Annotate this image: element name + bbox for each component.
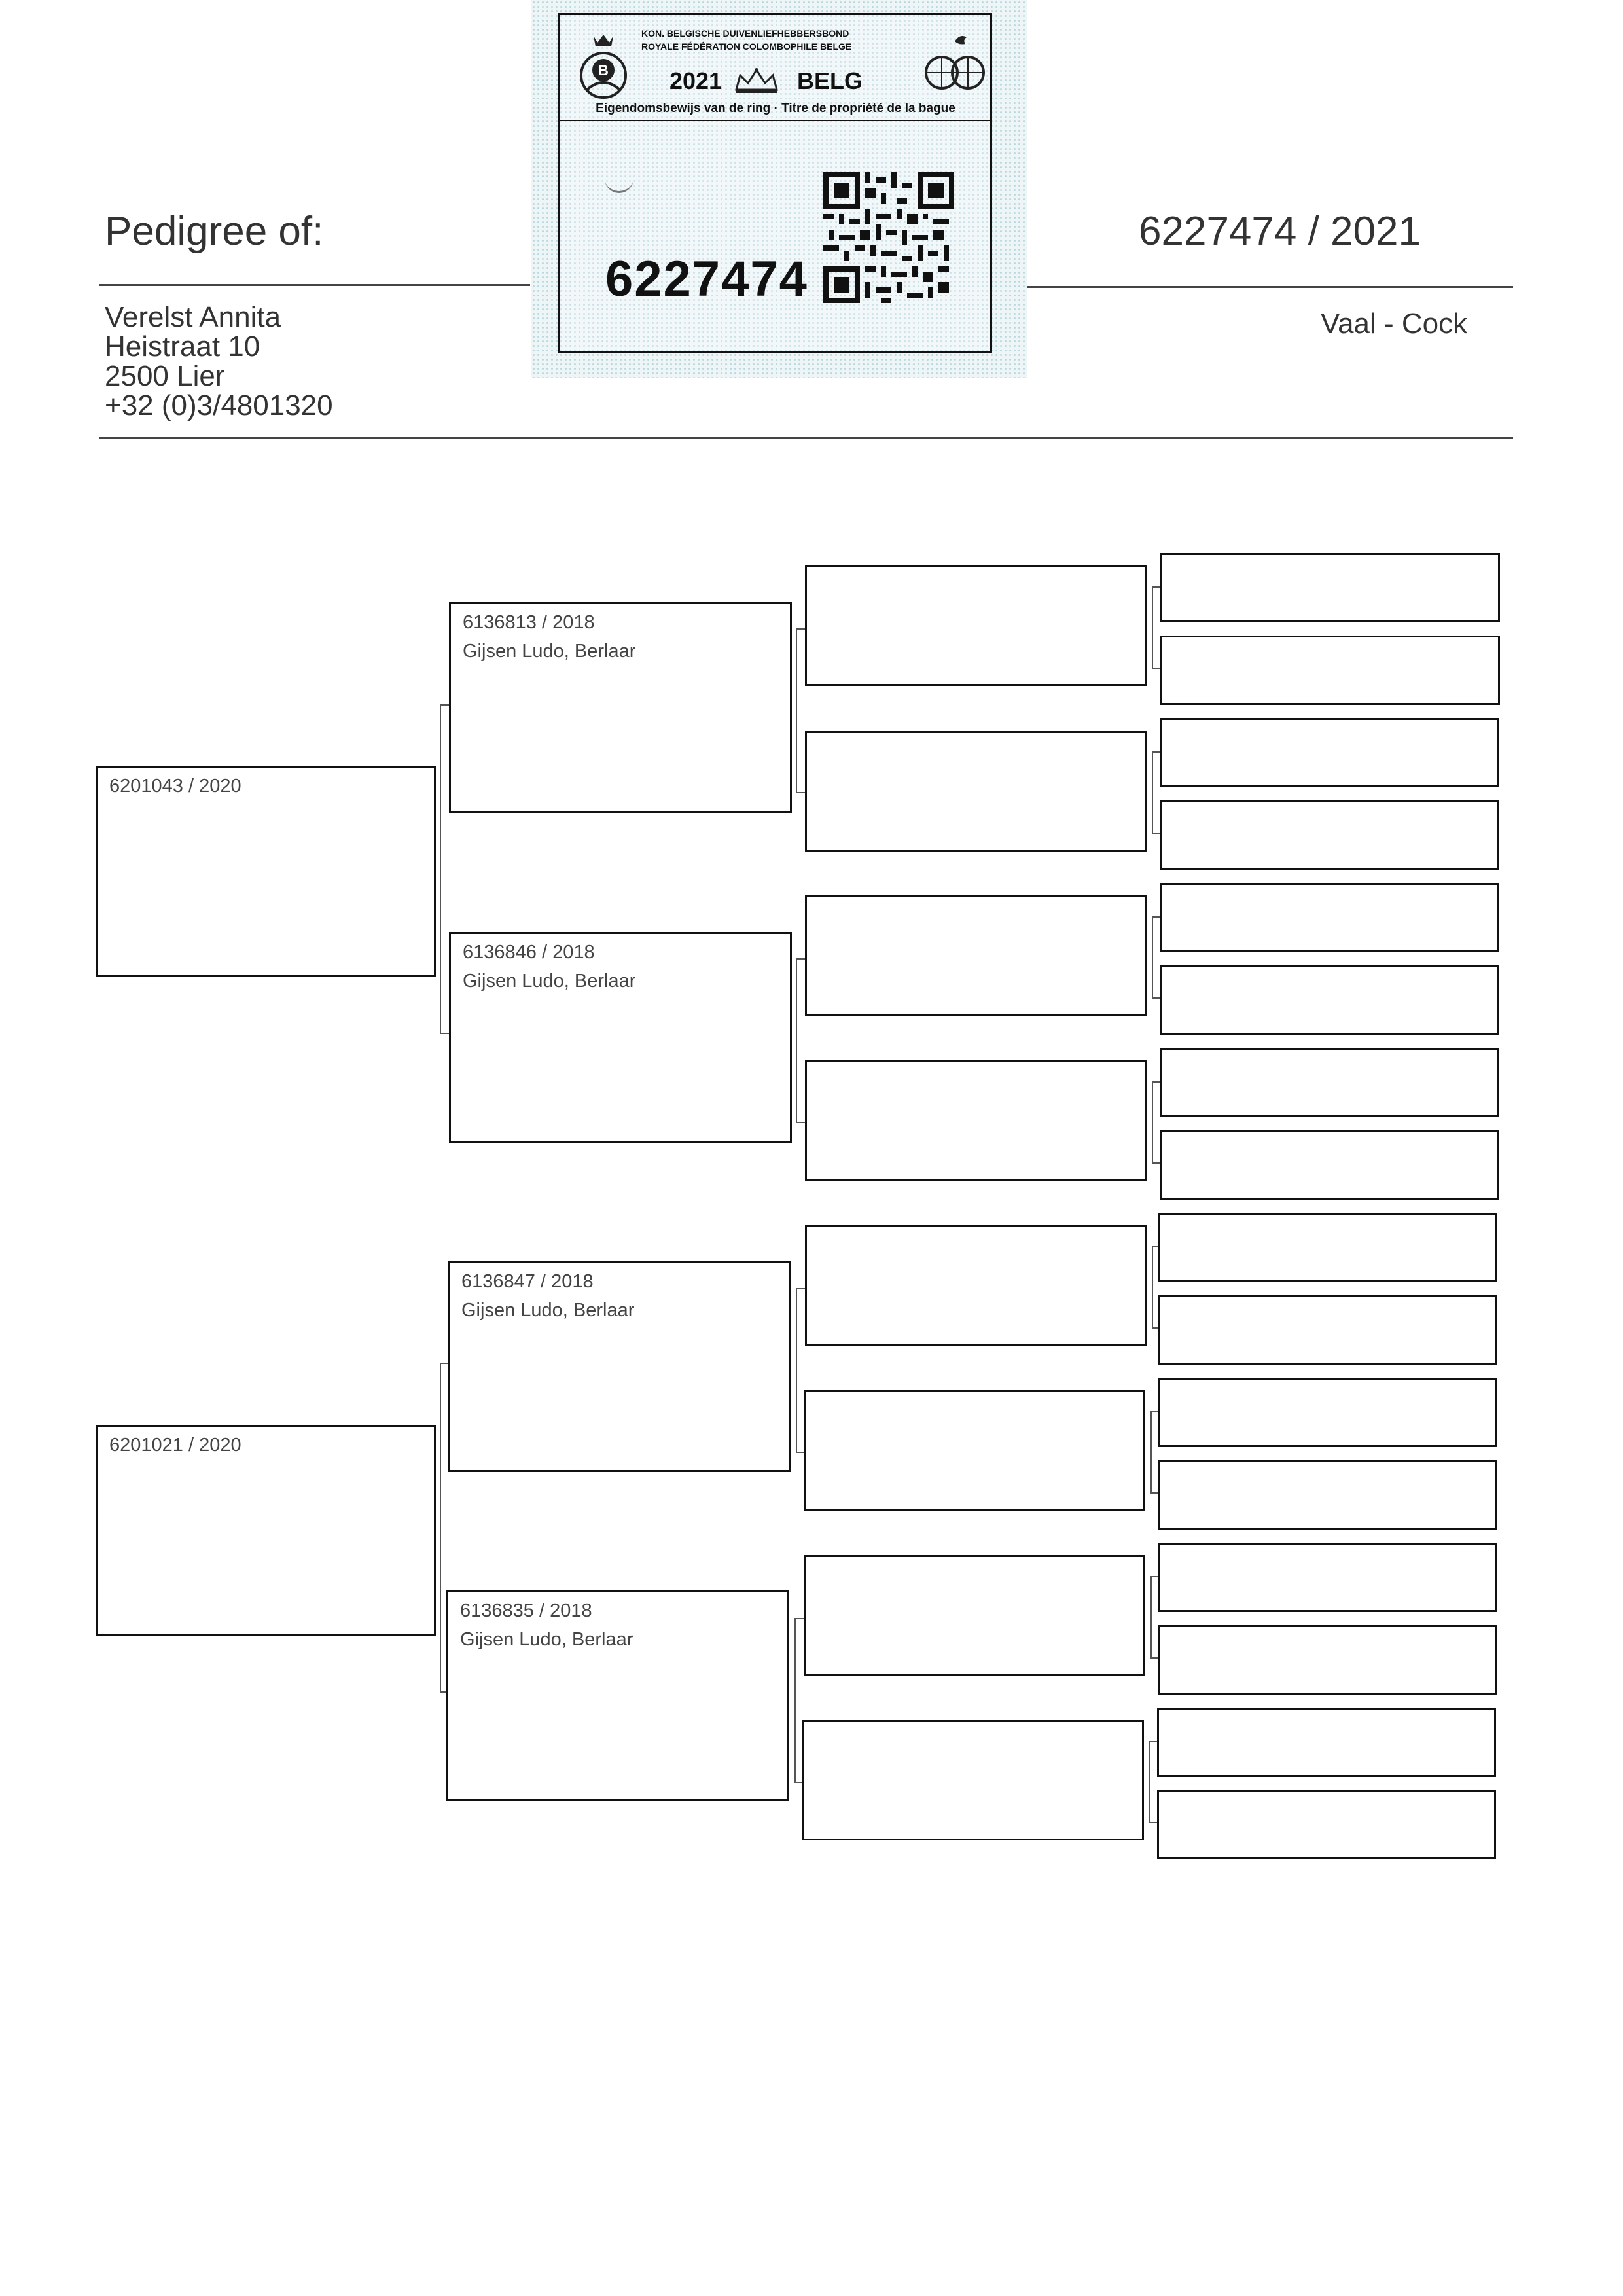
great-grandparent-box — [805, 895, 1147, 1016]
fourth-generation-box — [1160, 636, 1500, 705]
fourth-generation-box — [1160, 718, 1499, 787]
federation-name-fr: ROYALE FÉDÉRATION COLOMBOPHILE BELGE — [641, 41, 852, 52]
parent-ring-number: 6201021 / 2020 — [109, 1435, 241, 1456]
fourth-generation-box — [1157, 1708, 1496, 1777]
grandparent-box: 6136835 / 2018 Gijsen Ludo, Berlaar — [446, 1590, 789, 1801]
bracket-connector — [1152, 751, 1160, 834]
grandparent-breeder: Gijsen Ludo, Berlaar — [461, 1300, 635, 1321]
bracket-connector — [796, 958, 805, 1123]
punch-mark — [605, 177, 633, 193]
bracket-connector — [1152, 916, 1160, 999]
bracket-connector — [796, 628, 805, 793]
great-grandparent-box — [805, 1060, 1147, 1181]
great-grandparent-box — [805, 731, 1147, 852]
owner-name: Verelst Annita — [105, 301, 281, 333]
owner-street: Heistraat 10 — [105, 331, 260, 363]
bracket-connector — [1152, 586, 1160, 669]
header-bottom-rule — [99, 437, 1513, 439]
grandparent-ring-number: 6136846 / 2018 — [463, 942, 595, 963]
grandparent-breeder: Gijsen Ludo, Berlaar — [463, 641, 636, 662]
bracket-connector — [1152, 1246, 1160, 1329]
qr-code-icon — [823, 172, 954, 303]
bracket-connector — [440, 704, 449, 1034]
bracket-connector — [794, 1618, 804, 1783]
certificate-year: 2021 — [669, 67, 722, 94]
owner-address: Verelst Annita Heistraat 10 2500 Lier +3… — [105, 302, 333, 420]
bracket-connector — [1150, 1576, 1158, 1659]
fourth-generation-box — [1160, 1130, 1499, 1200]
grandparent-box: 6136847 / 2018 Gijsen Ludo, Berlaar — [448, 1261, 791, 1472]
grandparent-breeder: Gijsen Ludo, Berlaar — [463, 971, 636, 992]
page-title: Pedigree of: — [105, 209, 324, 254]
great-grandparent-box — [804, 1390, 1145, 1511]
grandparent-ring-number: 6136847 / 2018 — [461, 1271, 594, 1292]
parent-box-sire: 6201043 / 2020 — [96, 766, 436, 977]
certificate-country: BELG — [797, 67, 863, 94]
crown-icon — [735, 68, 778, 93]
bracket-connector — [440, 1363, 449, 1693]
bracket-connector — [796, 1288, 805, 1453]
grandparent-box: 6136846 / 2018 Gijsen Ludo, Berlaar — [449, 932, 792, 1143]
owner-phone: +32 (0)3/4801320 — [105, 389, 333, 422]
ring-certificate-card — [531, 0, 1027, 378]
fourth-generation-box — [1158, 1295, 1497, 1365]
color-sex: Vaal - Cock — [1321, 308, 1468, 340]
great-grandparent-box — [805, 565, 1147, 686]
fourth-generation-box — [1160, 800, 1499, 870]
fourth-generation-box — [1160, 883, 1499, 952]
pigeon-ring-number: 6227474 / 2021 — [1139, 209, 1421, 254]
header-rule-left — [99, 284, 530, 286]
fourth-generation-box — [1158, 1213, 1497, 1282]
grandparent-breeder: Gijsen Ludo, Berlaar — [460, 1629, 633, 1650]
certificate-header — [560, 15, 990, 121]
great-grandparent-box — [804, 1555, 1145, 1676]
fourth-generation-box — [1158, 1460, 1497, 1530]
fourth-generation-box — [1158, 1378, 1497, 1447]
bracket-connector — [1150, 1411, 1158, 1494]
certificate-ring-number: 6227474 — [605, 251, 808, 307]
grandparent-ring-number: 6136835 / 2018 — [460, 1600, 592, 1621]
fourth-generation-box — [1160, 553, 1500, 622]
owner-city: 2500 Lier — [105, 360, 225, 392]
fci-globes-logo-icon — [925, 36, 985, 90]
fourth-generation-box — [1157, 1790, 1496, 1859]
bracket-connector — [1152, 1081, 1160, 1164]
fourth-generation-box — [1160, 965, 1499, 1035]
header-rule-right — [1016, 286, 1513, 288]
fourth-generation-box — [1160, 1048, 1499, 1117]
bracket-connector — [1149, 1741, 1157, 1823]
grandparent-ring-number: 6136813 / 2018 — [463, 612, 595, 633]
federation-name-nl: KON. BELGISCHE DUIVENLIEFHEBBERSBOND — [641, 28, 849, 39]
fourth-generation-box — [1158, 1625, 1497, 1695]
svg-text:B: B — [598, 62, 609, 79]
grandparent-box: 6136813 / 2018 Gijsen Ludo, Berlaar — [449, 602, 792, 813]
great-grandparent-box — [805, 1225, 1147, 1346]
ownership-title: Eigendomsbewijs van de ring · Titre de p… — [596, 101, 955, 115]
kbdb-logo-icon: B — [580, 35, 627, 99]
parent-box-dam: 6201021 / 2020 — [96, 1425, 436, 1636]
great-grandparent-box — [802, 1720, 1144, 1840]
fourth-generation-box — [1158, 1543, 1497, 1612]
parent-ring-number: 6201043 / 2020 — [109, 776, 241, 797]
